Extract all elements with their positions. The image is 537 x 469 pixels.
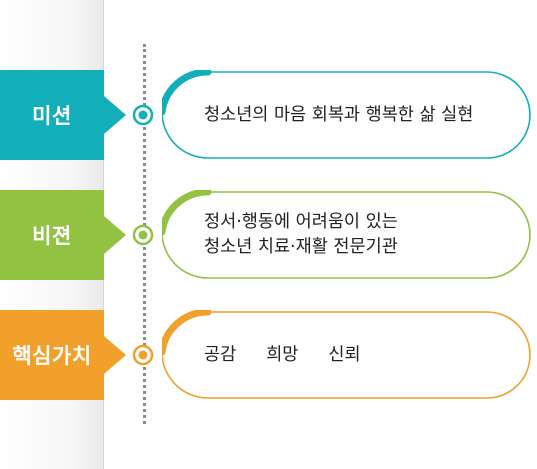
vision-label: 비젼 <box>32 224 72 248</box>
mission-tab: 미션 <box>0 70 136 160</box>
core-values-tab-shape <box>0 310 126 400</box>
core-values-bubble: 공감 희망 신뢰 <box>162 310 532 400</box>
core-values-bubble-outline <box>162 310 531 399</box>
mission-text: 청소년의 마음 회복과 행복한 삶 실현 <box>204 104 474 125</box>
core-values-statement: 공감 희망 신뢰 <box>204 310 524 400</box>
core-values-tab: 핵심가치 <box>0 310 136 400</box>
core-values-label: 핵심가치 <box>12 344 92 368</box>
vision-bubble: 정서·행동에 어려움이 있는 청소년 치료·재활 전문기관 <box>162 190 532 280</box>
mission-bubble: 청소년의 마음 회복과 행복한 삶 실현 <box>162 70 532 160</box>
vision-bullet-icon <box>132 224 154 246</box>
core-values-bullet-icon <box>132 344 154 366</box>
core-value-empathy: 공감 <box>204 344 237 365</box>
core-value-trust: 신뢰 <box>328 344 361 365</box>
mission-bullet-icon <box>132 104 154 126</box>
vision-bubble-outline <box>162 190 531 279</box>
core-values-list: 공감 희망 신뢰 <box>204 343 524 368</box>
vision-tab-shape <box>0 190 126 280</box>
vision-tab: 비젼 <box>0 190 136 280</box>
core-values-row: 핵심가치 공감 희망 신뢰 <box>0 310 537 400</box>
mission-bubble-outline <box>162 70 531 159</box>
mission-tab-shape <box>0 70 126 160</box>
core-value-hope: 희망 <box>266 344 299 365</box>
vision-text-line-1: 정서·행동에 어려움이 있는 <box>204 212 398 232</box>
mission-statement: 청소년의 마음 회복과 행복한 삶 실현 <box>204 70 524 160</box>
mission-row: 미션 청소년의 마음 회복과 행복한 삶 실현 <box>0 70 537 160</box>
mission-label: 미션 <box>32 104 72 128</box>
vision-row: 비젼 정서·행동에 어려움이 있는 청소년 치료·재활 전문기관 <box>0 190 537 280</box>
vision-text-line-2: 청소년 치료·재활 전문기관 <box>204 237 398 257</box>
vision-statement: 정서·행동에 어려움이 있는 청소년 치료·재활 전문기관 <box>204 190 524 280</box>
